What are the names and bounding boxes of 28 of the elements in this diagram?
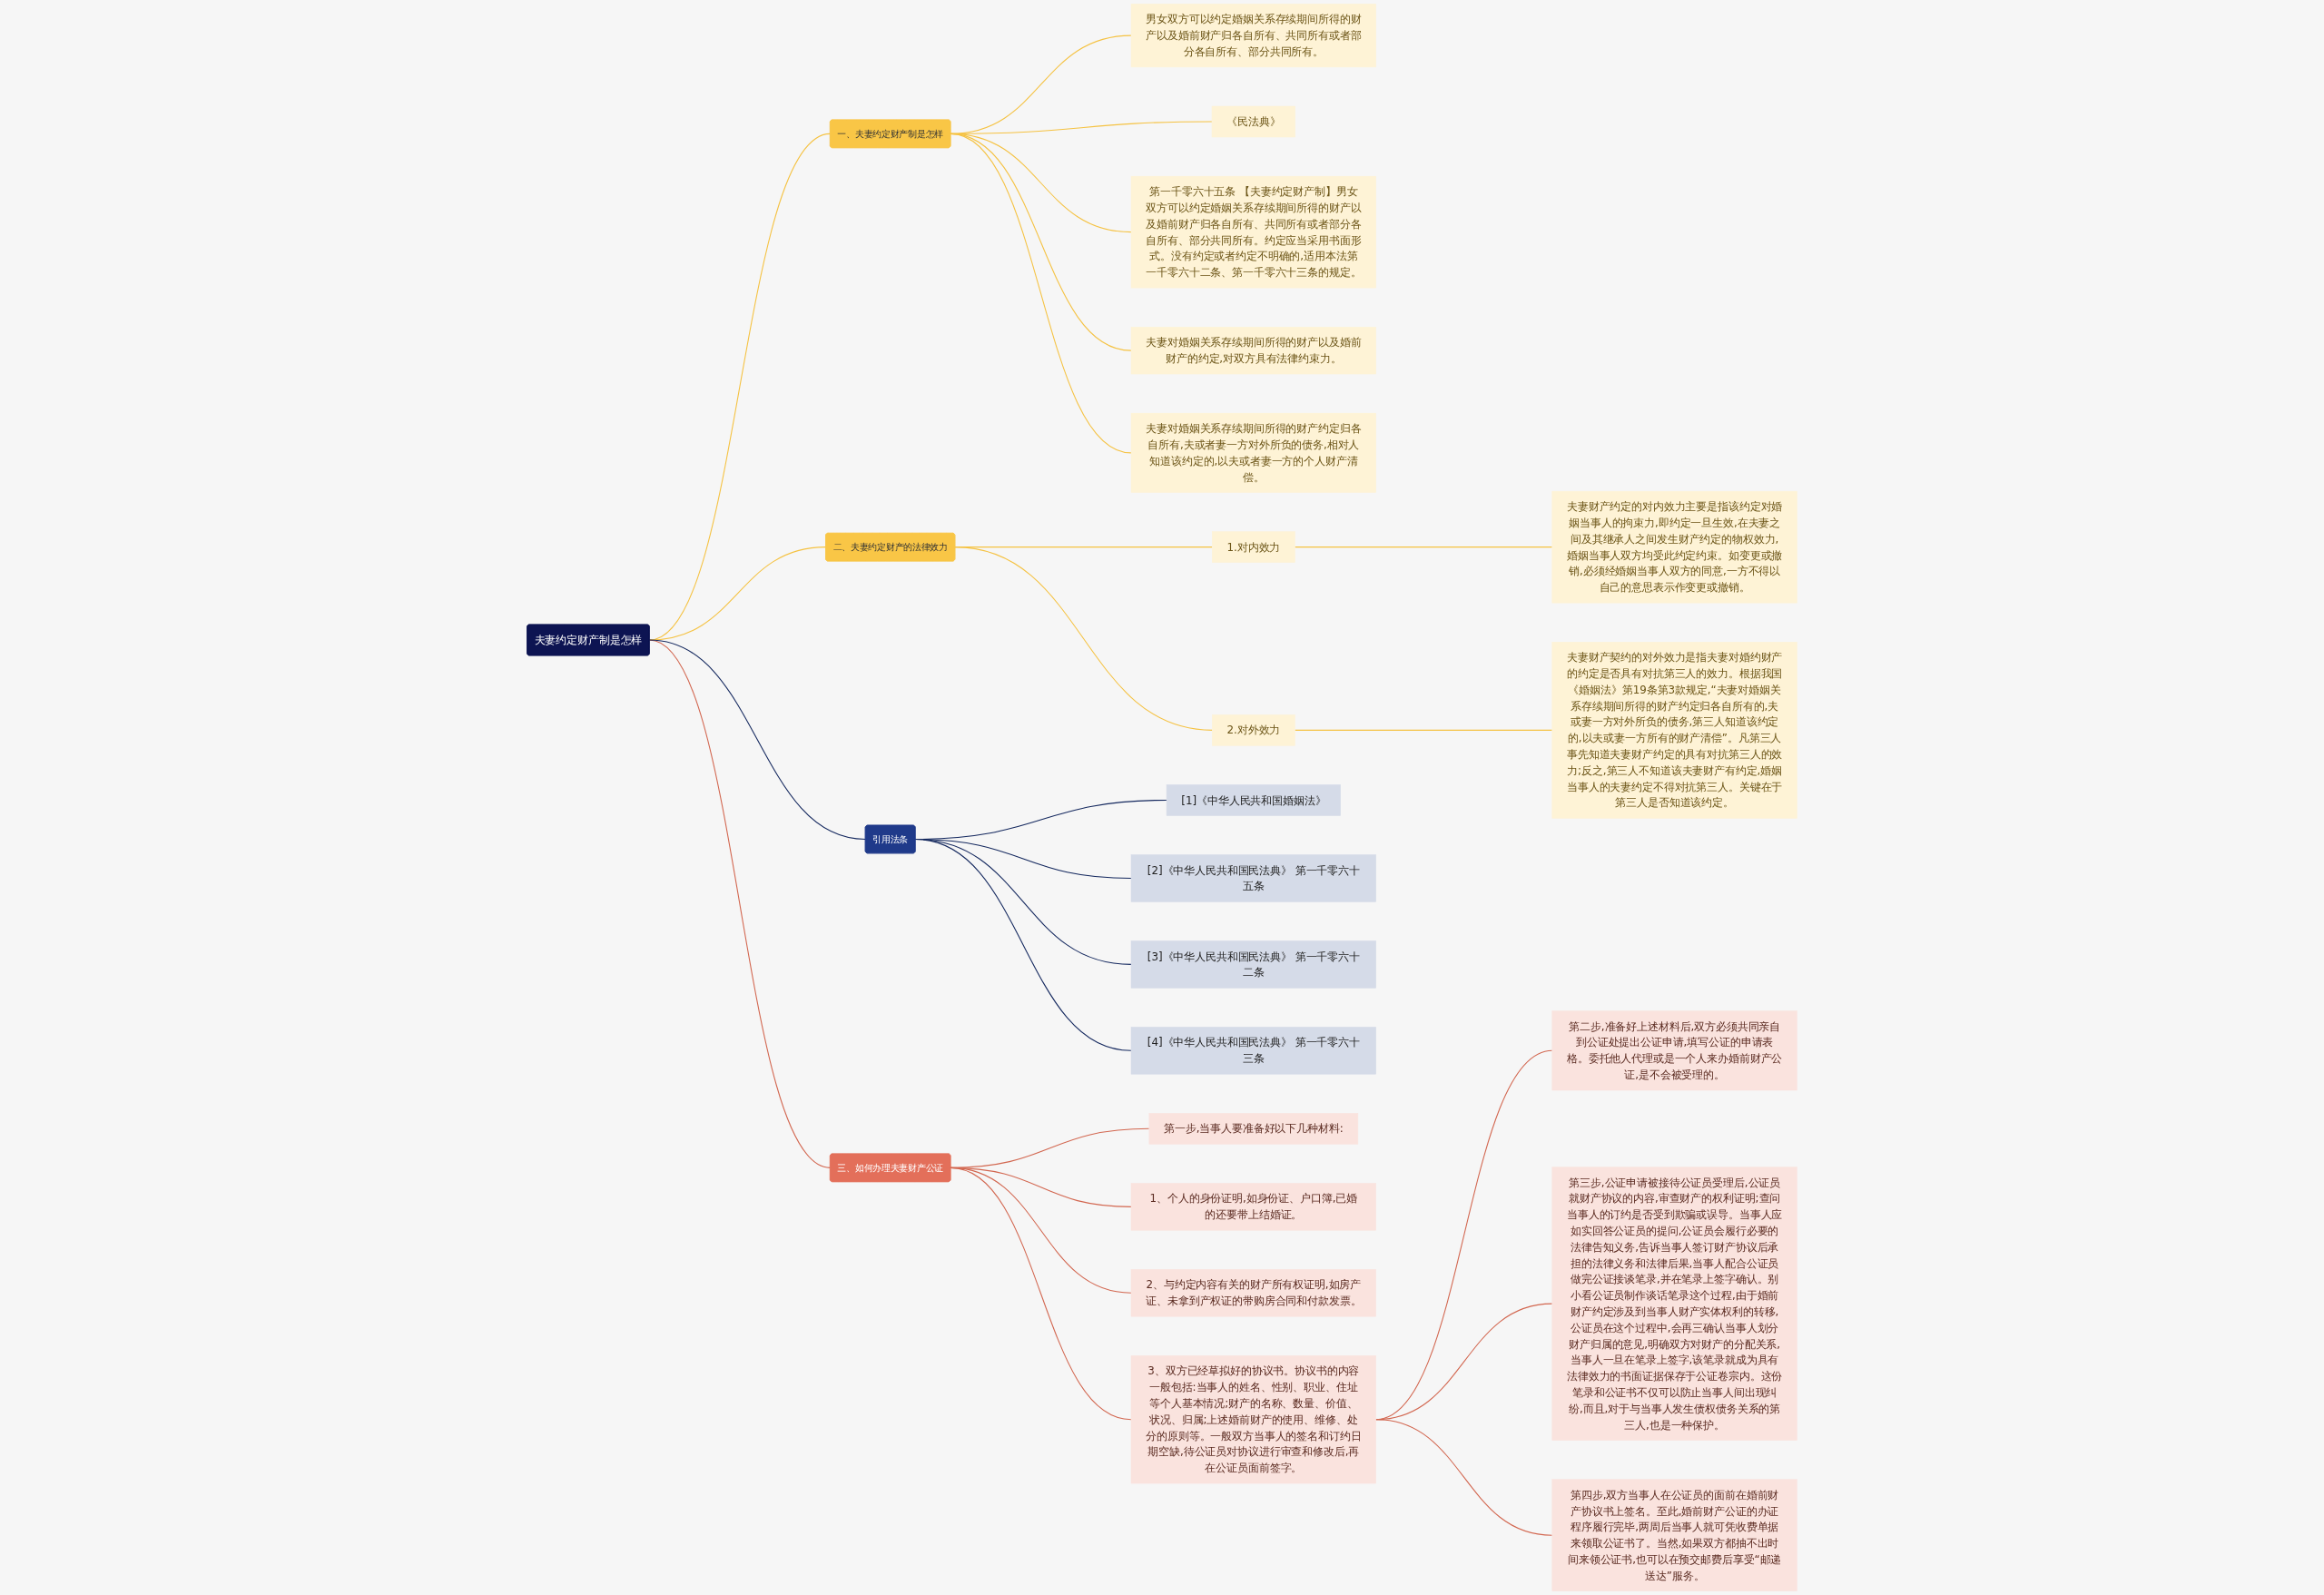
node-box: 1、个人的身份证明,如身份证、户口簿,已婚的还要带上结婚证。 (1130, 1183, 1376, 1231)
node-box: 2、与约定内容有关的财产所有权证明,如房产证、未拿到产权证的带购房合同和付款发票。 (1130, 1269, 1376, 1317)
node-box: 夫妻对婚姻关系存续期间所得的财产以及婚前财产的约定,对双方具有法律约束力。 (1130, 326, 1376, 375)
node-box: 2.对外效力 (1212, 714, 1295, 746)
node-box: [4]《中华人民共和国民法典》 第一千零六十三条 (1130, 1027, 1376, 1075)
node-box: 《民法典》 (1211, 105, 1295, 138)
connector (1375, 1419, 1553, 1536)
node-box: 第一千零六十五条 【夫妻约定财产制】男女双方可以约定婚姻关系存续期间所得的财产以及婚前财产归各自所有、共同所有或者部分各自所有、部分共同所有。约定应当采用书面形式。没有约定或者约定不明确的,适用本法第一千零六十二条、第一千零六十三条的规定。 (1130, 175, 1376, 289)
connector (914, 838, 1132, 1051)
node-box: [1]《中华人民共和国婚姻法》 (1166, 784, 1341, 816)
connector (950, 133, 1132, 454)
node-box: 第三步,公证申请被接待公证员受理后,公证员就财产协议的内容,审查财产的权利证明;查问当事人的订约是否受到欺骗或误导。当事人应如实回答公证员的提问,公证员会履行必要的法律告知义务,告诉当事人签订财产协议后承担的法律义务和法律后果,当事人配合公证员做完公证接谈笔录,并在笔录上签字确认。别小看公证员制作谈话笔录这个过程,由于婚前财产约定涉及到当事人财产实体权利的转移,公证员在这个过程中,会再三确认当事人划分财产归属的意见,明确双方对财产的分配关系,当事人一旦在笔录上签字,该笔录就成为具有法律效力的书面证据保存于公证卷宗内。这份笔录和公证书不仅可以防止当事人间出现纠纷,而且,对于与当事人发生债权债务关系的第三人,也是一种保护。 (1551, 1167, 1797, 1441)
node-box: 男女双方可以约定婚姻关系存续期间所得的财产以及婚前财产归各自所有、共同所有或者部分各自所有、部分共同所有。 (1130, 4, 1376, 68)
node-box: 1.对内效力 (1212, 531, 1295, 563)
node-box: 第四步,双方当事人在公证员的面前在婚前财产协议书上签名。至此,婚前财产公证的办证程序履行完毕,两周后当事人就可凭收费单据来领取公证书了。当然,如果双方都抽不出时间来领公证书,也可以在预交邮费后享受“邮递送达”服务。 (1551, 1479, 1797, 1591)
node-box: 3、双方已经草拟好的协议书。协议书的内容一般包括:当事人的姓名、性别、职业、住址等个人基本情况;财产的名称、数量、价值、状况、归属;上述婚前财产的使用、维修、处分的原则等。一般双方当事人的签名和订约日期空缺,待公证员对协议进行审查和修改后,再在公证员面前签字。 (1130, 1355, 1376, 1484)
node-box: 第一步,当事人要准备好以下几种材料: (1148, 1113, 1359, 1145)
connector (648, 639, 866, 840)
node-box: [2]《中华人民共和国民法典》 第一千零六十五条 (1130, 854, 1376, 902)
connector (1294, 729, 1553, 731)
node-box: [3]《中华人民共和国民法典》 第一千零六十二条 (1130, 940, 1376, 989)
node-box: 夫妻财产契约的对外效力是指夫妻对婚约财产的约定是否具有对抗第三人的效力。根据我国《婚姻法》第19条第3款规定,“夫妻对婚姻关系存续期间所得的财产约定归各自所有的,夫或妻一方对外所负的债务,第三人知道该约定的,以夫或妻一方所有的财产清偿”。凡第三人事先知道夫妻财产约定的具有对抗第三人的效力;反之,第三人不知道该夫妻财产有约定,婚姻当事人的夫妻约定不得对抗第三人。关键在于第三人是否知道该约定。 (1551, 642, 1797, 819)
node-box: 夫妻对婚姻关系存续期间所得的财产约定归各自所有,夫或者妻一方对外所负的债务,相对人知道该约定的,以夫或者妻一方的个人财产清偿。 (1130, 412, 1376, 493)
connector (954, 546, 1213, 731)
connector (1294, 546, 1553, 548)
node-box: 第二步,准备好上述材料后,双方必须共同亲自到公证处提出公证申请,填写公证的申请表格。委托他人代理或是一个人来办婚前财产公证,是不会被受理的。 (1551, 1010, 1797, 1091)
connector (950, 1167, 1132, 1421)
node-box: 夫妻财产约定的对内效力主要是指该约定对婚姻当事人的拘束力,即约定一旦生效,在夫妻之间及其继承人之间发生财产约定的物权效力,婚姻当事人双方均受此约定约束。如变更或撤销,必须经婚姻当事人双方的同意,一方不得以自己的意思表示作变更或撤销。 (1551, 490, 1797, 604)
